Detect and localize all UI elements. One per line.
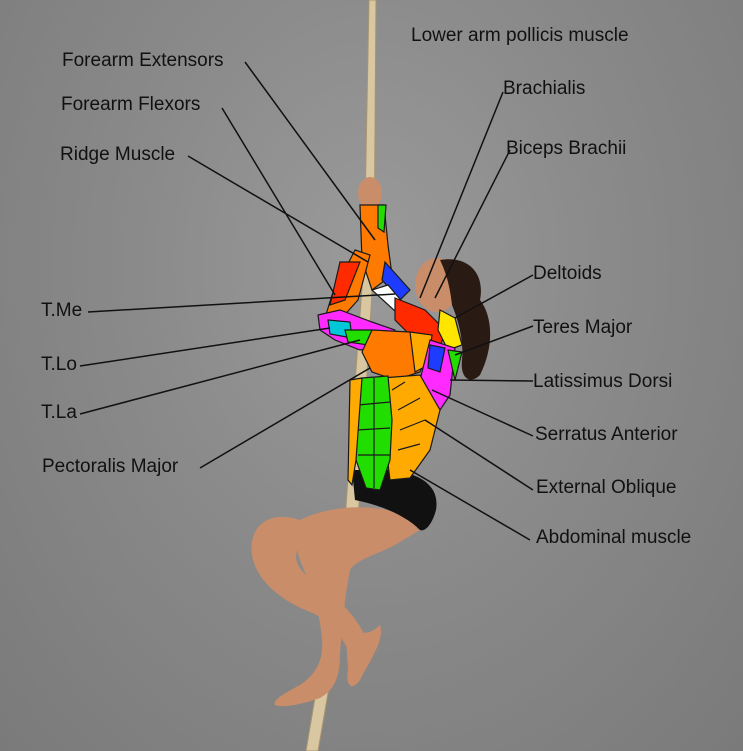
leader-deltoids [454, 274, 534, 319]
label-external-oblique: External Oblique [536, 477, 677, 498]
label-forearm-flexors: Forearm Flexors [61, 94, 201, 115]
leader-pectoralis-major [199, 367, 371, 469]
label-ridge-muscle: Ridge Muscle [60, 144, 176, 165]
leader-latissimus-dorsi [449, 379, 534, 382]
leader-brachialis [419, 91, 504, 299]
leader-t-me [87, 293, 396, 313]
hair [440, 259, 491, 380]
muscle-map [317, 204, 463, 491]
label-deltoids: Deltoids [533, 263, 602, 284]
label-biceps-brachii: Biceps Brachii [506, 138, 627, 159]
legs [251, 507, 420, 707]
label-lower-arm-pollicis: Lower arm pollicis muscle [411, 25, 629, 46]
leader-external-oblique [424, 419, 534, 491]
label-forearm-extensors: Forearm Extensors [62, 50, 224, 71]
leader-t-lo [79, 327, 331, 367]
label-teres-major: Teres Major [533, 317, 633, 338]
leader-t-la [79, 339, 361, 415]
leader-serratus-anterior [431, 389, 534, 437]
leader-forearm-extensors [244, 61, 376, 241]
leader-teres-major [454, 325, 534, 356]
label-serratus-anterior: Serratus Anterior [535, 424, 678, 445]
leader-lines [79, 61, 534, 541]
leader-biceps-brachii [434, 149, 511, 299]
label-t-lo: T.Lo [41, 354, 77, 375]
label-brachialis: Brachialis [503, 78, 586, 99]
leader-forearm-flexors [221, 107, 336, 296]
label-abdominal-muscle: Abdominal muscle [536, 527, 692, 548]
upper-hand [358, 177, 382, 209]
label-pectoralis-major: Pectoralis Major [42, 456, 179, 477]
leader-ridge-muscle [187, 155, 369, 263]
label-t-la: T.La [41, 402, 77, 423]
label-latissimus-dorsi: Latissimus Dorsi [533, 371, 673, 392]
label-t-me: T.Me [41, 300, 83, 321]
leader-abdominal-muscle [409, 469, 531, 541]
